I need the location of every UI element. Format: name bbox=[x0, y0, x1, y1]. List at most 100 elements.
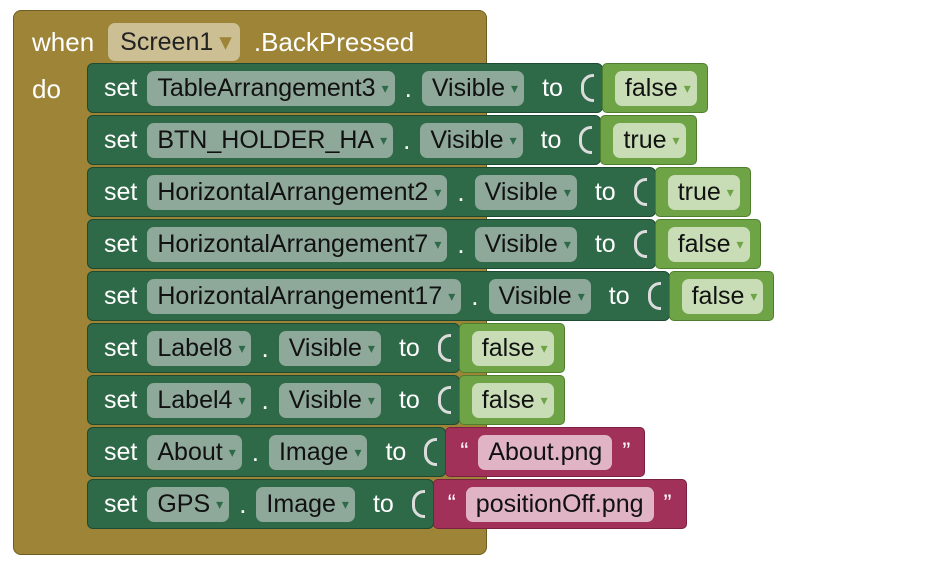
boolean-value: false bbox=[481, 333, 535, 362]
set-label: set bbox=[104, 281, 138, 310]
chevron-down-icon: ▾ bbox=[354, 443, 362, 460]
boolean-value: false bbox=[481, 385, 535, 414]
boolean-value: false bbox=[624, 73, 678, 102]
chevron-down-icon: ▾ bbox=[726, 183, 734, 200]
property-dropdown[interactable]: Visible▾ bbox=[488, 278, 591, 314]
component-dropdown[interactable]: HorizontalArrangement2 ▾ bbox=[147, 174, 448, 210]
component-dropdown-label: HorizontalArrangement2 bbox=[157, 177, 429, 206]
input-socket bbox=[411, 490, 425, 518]
boolean-value: false bbox=[691, 281, 745, 310]
to-label: to bbox=[594, 229, 616, 258]
component-dropdown-label: Label8 bbox=[157, 333, 233, 362]
property-dropdown-label: Visible bbox=[498, 281, 572, 310]
component-dropdown-label: GPS bbox=[157, 489, 211, 518]
screen-dropdown[interactable]: Screen1 ▾ bbox=[108, 23, 240, 61]
boolean-dropdown[interactable]: true▾ bbox=[667, 174, 740, 210]
dot-separator: . bbox=[251, 436, 259, 467]
do-label: do bbox=[32, 73, 61, 104]
property-dropdown[interactable]: Visible▾ bbox=[421, 70, 525, 106]
chevron-down-icon: ▾ bbox=[228, 443, 236, 460]
chevron-down-icon: ▾ bbox=[434, 183, 442, 200]
property-dropdown-label: Visible bbox=[484, 177, 558, 206]
set-label: set bbox=[104, 333, 138, 362]
component-dropdown[interactable]: Label4▾ bbox=[147, 382, 252, 418]
property-dropdown[interactable]: Visible▾ bbox=[420, 122, 523, 158]
dot-separator: . bbox=[471, 280, 479, 311]
component-dropdown[interactable]: About▾ bbox=[147, 434, 242, 470]
property-dropdown[interactable]: Image ▾ bbox=[268, 434, 368, 470]
chevron-down-icon: ▾ bbox=[736, 235, 744, 252]
text-string-block[interactable]: “About.png” bbox=[445, 427, 646, 477]
set-label: set bbox=[104, 385, 138, 414]
boolean-block[interactable]: true▾ bbox=[654, 167, 751, 217]
set-label: set bbox=[104, 437, 138, 466]
input-socket bbox=[437, 334, 451, 362]
property-dropdown-label: Image bbox=[266, 489, 336, 518]
boolean-dropdown[interactable]: false▾ bbox=[681, 278, 764, 314]
boolean-block[interactable]: false▾ bbox=[668, 271, 775, 321]
text-value-field[interactable]: About.png bbox=[478, 434, 613, 470]
boolean-block[interactable]: false ▾ bbox=[601, 63, 708, 113]
set-label: set bbox=[104, 489, 138, 518]
component-dropdown[interactable]: TableArrangement3 ▾ bbox=[147, 70, 395, 106]
property-dropdown-label: Image bbox=[278, 437, 349, 466]
component-dropdown[interactable]: Label8▾ bbox=[147, 330, 252, 366]
boolean-block[interactable]: true ▾ bbox=[600, 115, 697, 165]
component-dropdown[interactable]: BTN_HOLDER_HA▾ bbox=[147, 122, 394, 158]
component-dropdown[interactable]: HorizontalArrangement17▾ bbox=[147, 278, 462, 314]
chevron-down-icon: ▾ bbox=[683, 79, 691, 96]
component-dropdown[interactable]: HorizontalArrangement7▾ bbox=[147, 226, 448, 262]
when-label: when bbox=[32, 26, 95, 57]
boolean-dropdown[interactable]: true ▾ bbox=[613, 122, 686, 158]
boolean-value: false bbox=[677, 229, 731, 258]
set-label: set bbox=[104, 177, 138, 206]
to-label: to bbox=[398, 333, 420, 362]
boolean-block[interactable]: false▾ bbox=[458, 375, 565, 425]
event-name: .BackPressed bbox=[253, 26, 415, 57]
chevron-down-icon: ▾ bbox=[563, 235, 571, 252]
open-quote: “ bbox=[460, 438, 469, 465]
chevron-down-icon: ▾ bbox=[367, 339, 375, 356]
text-string-block[interactable]: “positionOff.png” bbox=[432, 479, 687, 529]
boolean-dropdown[interactable]: false ▾ bbox=[471, 330, 554, 366]
boolean-value: true bbox=[623, 125, 667, 154]
chevron-down-icon: ▾ bbox=[672, 131, 680, 148]
boolean-block[interactable]: false ▾ bbox=[654, 219, 761, 269]
chevron-down-icon: ▾ bbox=[540, 339, 548, 356]
close-quote: ” bbox=[663, 490, 672, 517]
to-label: to bbox=[542, 73, 563, 102]
boolean-dropdown[interactable]: false ▾ bbox=[667, 226, 750, 262]
chevron-down-icon: ▾ bbox=[341, 495, 349, 512]
property-dropdown[interactable]: Visible▾ bbox=[278, 330, 381, 366]
property-dropdown[interactable]: Visible▾ bbox=[474, 174, 577, 210]
property-dropdown[interactable]: Image ▾ bbox=[256, 486, 355, 522]
property-dropdown[interactable]: Visible▾ bbox=[474, 226, 577, 262]
boolean-dropdown[interactable]: false ▾ bbox=[614, 70, 697, 106]
chevron-down-icon: ▾ bbox=[381, 79, 389, 96]
component-dropdown-label: TableArrangement3 bbox=[157, 73, 376, 102]
boolean-block[interactable]: false ▾ bbox=[458, 323, 565, 373]
event-header: when Screen1 ▾ .BackPressed bbox=[32, 20, 414, 64]
boolean-dropdown[interactable]: false▾ bbox=[471, 382, 554, 418]
text-value-field[interactable]: positionOff.png bbox=[465, 486, 654, 522]
property-dropdown[interactable]: Visible▾ bbox=[278, 382, 381, 418]
dot-separator: . bbox=[239, 488, 247, 519]
component-dropdown[interactable]: GPS▾ bbox=[147, 486, 230, 522]
